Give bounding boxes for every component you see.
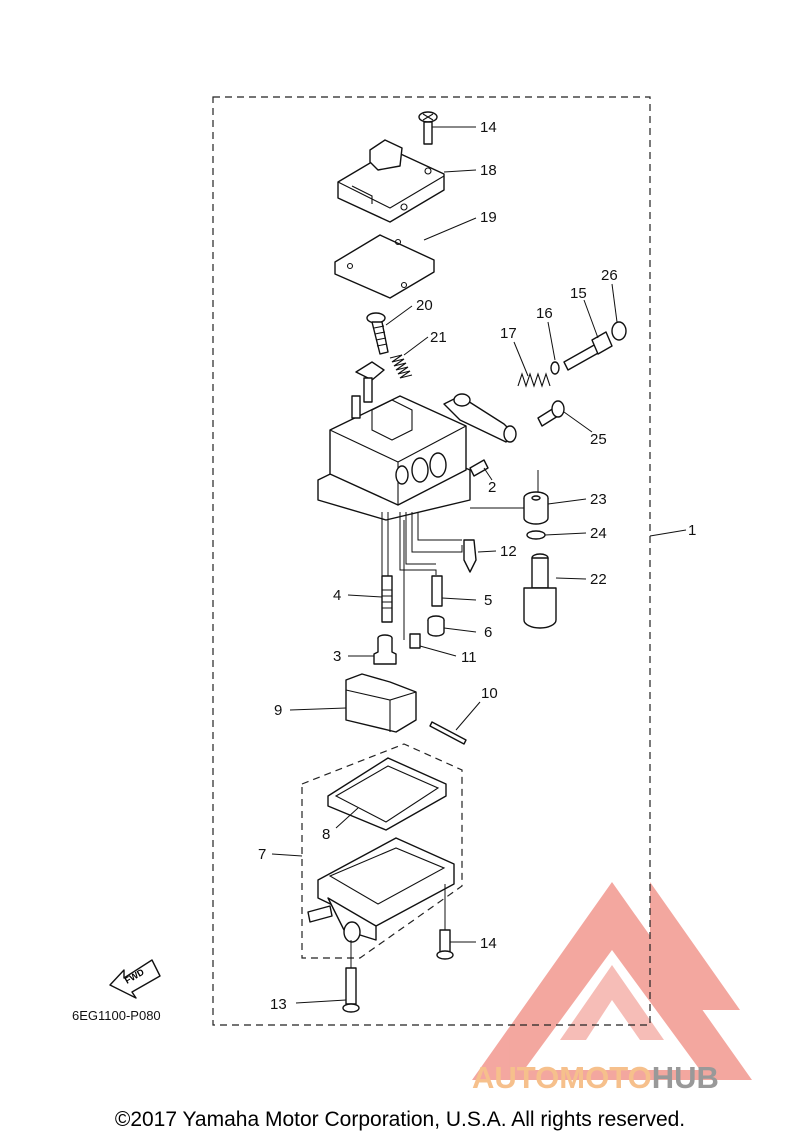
label-8: 8 bbox=[322, 826, 330, 843]
part-10-float-pin bbox=[429, 701, 481, 745]
part-18-cover bbox=[337, 139, 477, 223]
part-12-needle-valve bbox=[463, 539, 497, 573]
label-14-bottom: 14 bbox=[480, 935, 497, 952]
label-25: 25 bbox=[590, 431, 607, 448]
label-3: 3 bbox=[333, 648, 341, 665]
part-11-screw bbox=[409, 633, 457, 657]
part-6-plug bbox=[427, 615, 477, 637]
part-13-drain-screw bbox=[295, 940, 360, 1013]
label-22: 22 bbox=[590, 571, 607, 588]
watermark-logo bbox=[472, 882, 752, 1080]
figure-code: 6EG1100-P080 bbox=[72, 1008, 161, 1023]
label-7: 7 bbox=[258, 846, 266, 863]
watermark-brand: AUTOMOTOHUB bbox=[472, 1060, 719, 1095]
label-26: 26 bbox=[601, 267, 618, 284]
part-26-cap bbox=[611, 283, 627, 341]
label-16: 16 bbox=[536, 305, 553, 322]
carburetor-body bbox=[317, 361, 517, 521]
label-23: 23 bbox=[590, 491, 607, 508]
label-6: 6 bbox=[484, 624, 492, 641]
label-10: 10 bbox=[481, 685, 498, 702]
watermark-brand-part1: AUTOMOTO bbox=[472, 1060, 652, 1095]
label-17: 17 bbox=[500, 325, 517, 342]
label-24: 24 bbox=[590, 525, 607, 542]
part-8-gasket bbox=[327, 757, 447, 831]
label-20: 20 bbox=[416, 297, 433, 314]
part-15-throttle-screw bbox=[563, 299, 613, 371]
part-19-gasket bbox=[334, 217, 477, 299]
part-23-sleeve bbox=[523, 491, 587, 525]
label-4: 4 bbox=[333, 587, 341, 604]
part-3-main-jet bbox=[348, 634, 397, 665]
part-labels: 1 2 3 4 5 6 7 8 9 10 11 12 13 14 14 15 1… bbox=[258, 119, 696, 1013]
watermark-brand-part2: HUB bbox=[652, 1060, 719, 1095]
part-7-float-chamber bbox=[271, 837, 455, 943]
part-9-float bbox=[289, 673, 417, 733]
part-4-main-nozzle bbox=[347, 575, 393, 623]
label-11: 11 bbox=[461, 649, 477, 666]
label-12: 12 bbox=[500, 543, 517, 560]
part-17-spring bbox=[513, 341, 551, 388]
label-2: 2 bbox=[488, 479, 496, 496]
part-25-screw bbox=[537, 400, 593, 433]
label-14-top: 14 bbox=[480, 119, 497, 136]
copyright-notice: ©2017 Yamaha Motor Corporation, U.S.A. A… bbox=[115, 1108, 685, 1131]
part-14-screw-bottom bbox=[436, 884, 476, 960]
label-9: 9 bbox=[274, 702, 282, 719]
watermark-triangle bbox=[472, 882, 752, 1080]
label-21: 21 bbox=[430, 329, 447, 346]
float-chamber-boundary bbox=[301, 743, 463, 959]
assembly-boundary bbox=[212, 96, 651, 1026]
label-15: 15 bbox=[570, 285, 587, 302]
label-19: 19 bbox=[480, 209, 497, 226]
part-21-spring bbox=[389, 336, 429, 379]
part-24-o-ring bbox=[526, 530, 587, 540]
part-14-screw-top bbox=[418, 111, 476, 145]
label-13: 13 bbox=[270, 996, 287, 1013]
part-20-pilot-screw bbox=[366, 305, 413, 355]
part-16-o-ring bbox=[547, 321, 560, 375]
fwd-arrow-icon: FWD bbox=[109, 959, 161, 999]
part-5-pilot-jet bbox=[431, 575, 477, 607]
label-5: 5 bbox=[484, 592, 492, 609]
label-1: 1 bbox=[688, 522, 696, 539]
label-18: 18 bbox=[480, 162, 497, 179]
part-22-plunger bbox=[523, 553, 587, 629]
